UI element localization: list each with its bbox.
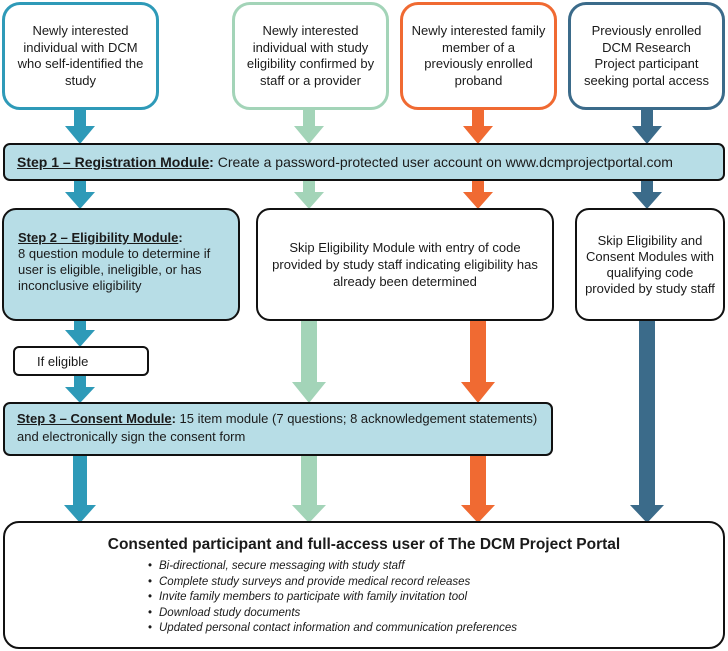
start-box-text: Newly interested individual with DCM who… <box>17 23 144 88</box>
list-item: Invite family members to participate wit… <box>148 590 517 606</box>
start-box-family-member: Newly interested family member of a prev… <box>400 2 557 110</box>
arrow-col1-to-final <box>64 456 96 523</box>
arrow-col4-to-final <box>630 321 664 523</box>
arrow-col4-to-skip <box>632 181 662 209</box>
if-eligible-label: If eligible <box>37 353 89 369</box>
step1-registration-module: Step 1 – Registration Module: Create a p… <box>3 143 725 181</box>
arrow-col3-to-step3 <box>461 321 495 403</box>
step1-colon: : <box>209 154 214 170</box>
start-box-previously-enrolled: Previously enrolled DCM Research Project… <box>568 2 725 110</box>
list-item: Download study documents <box>148 606 517 622</box>
arrow-col1-to-step3 <box>65 376 95 403</box>
list-item: Updated personal contact information and… <box>148 621 517 637</box>
list-item: Complete study surveys and provide medic… <box>148 575 517 591</box>
step2-colon: : <box>178 230 183 245</box>
step3-description: 15 item module (7 questions; 8 acknowled… <box>17 411 538 444</box>
start-box-text: Previously enrolled DCM Research Project… <box>583 23 709 88</box>
arrow-col1-to-step2 <box>65 181 95 209</box>
start-box-eligibility-confirmed: Newly interested individual with study e… <box>232 2 389 110</box>
arrow-col2-to-skip <box>294 181 324 209</box>
step2-description: 8 question module to determine if user i… <box>18 246 211 293</box>
step2-title: Step 2 – Eligibility Module <box>18 230 179 245</box>
step1-description: Create a password-protected user account… <box>213 154 673 170</box>
arrow-col3-to-skip <box>463 181 493 209</box>
final-title: Consented participant and full-access us… <box>107 536 621 553</box>
arrow-col1-to-if-eligible <box>65 321 95 347</box>
skip-eligibility-box: Skip Eligibility Module with entry of co… <box>256 208 554 321</box>
step3-consent-module: Step 3 – Consent Module: 15 item module … <box>3 402 553 456</box>
benefits-list: Bi-directional, secure messaging with st… <box>148 559 517 637</box>
final-outcome-box: Consented participant and full-access us… <box>3 521 725 649</box>
step2-eligibility-module: Step 2 – Eligibility Module: 8 question … <box>2 208 240 321</box>
arrow-col4-to-step1 <box>632 110 662 144</box>
arrow-col3-to-step1 <box>463 110 493 144</box>
skip-eligibility-consent-box: Skip Eligibility and Consent Modules wit… <box>575 208 725 321</box>
arrow-col3-to-final <box>461 456 495 523</box>
step1-title: Step 1 – Registration Module <box>17 154 210 170</box>
arrow-col1-to-step1 <box>65 110 95 144</box>
start-box-text: Newly interested family member of a prev… <box>411 23 546 88</box>
step3-colon: : <box>171 411 176 426</box>
skip-eligibility-consent-text: Skip Eligibility and Consent Modules wit… <box>585 232 715 296</box>
list-item: Bi-directional, secure messaging with st… <box>148 559 517 575</box>
arrow-col2-to-step1 <box>294 110 324 144</box>
skip-eligibility-text: Skip Eligibility Module with entry of co… <box>272 240 538 289</box>
start-box-self-identified: Newly interested individual with DCM who… <box>2 2 159 110</box>
arrow-col2-to-final <box>292 456 326 523</box>
if-eligible-box: If eligible <box>13 346 149 376</box>
step3-title: Step 3 – Consent Module <box>17 411 172 426</box>
start-box-text: Newly interested individual with study e… <box>246 23 375 88</box>
arrow-col2-to-step3 <box>292 321 326 403</box>
